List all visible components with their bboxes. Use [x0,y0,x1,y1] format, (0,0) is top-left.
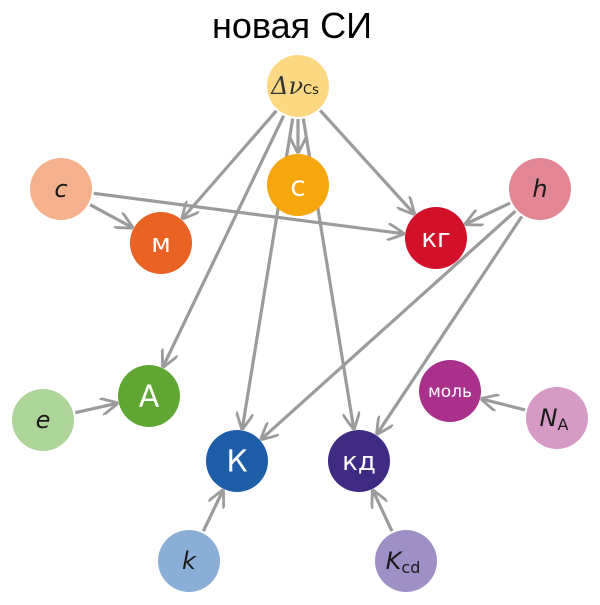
node-c: c [30,158,92,220]
node-c-label: c [54,175,67,203]
node-cd-label: кд [342,447,376,477]
node-kg: кг [405,207,467,269]
node-A: А [118,365,180,427]
edge-NA-to-mol [483,399,526,410]
node-k-circle [158,530,220,592]
edge-dnu-to-kg [318,109,413,212]
node-NA-circle [526,387,588,449]
edge-h-to-K [262,209,517,438]
node-NA: NA [526,387,588,449]
node-m-label: м [151,229,171,259]
edge-e-to-A [74,404,116,413]
edge-c-to-kg [93,191,403,233]
node-h-label: h [532,175,547,203]
edge-k-to-K [201,492,222,532]
node-e: e [12,389,74,451]
node-k-label: k [182,547,197,575]
node-A-circle [118,365,180,427]
node-Kcd-circle [375,530,437,592]
node-dnu: ΔνCs [267,55,329,117]
node-dnu-circle [267,55,329,117]
node-mol-label: моль [428,382,472,402]
node-NA-label: NA [540,404,569,434]
node-kg-circle [405,207,467,269]
edge-c-to-m [89,203,131,227]
node-h-circle [509,158,571,220]
node-dnu-label: ΔνCs [270,72,319,100]
node-K: К [206,430,268,492]
node-K-label: К [226,445,247,480]
node-kg-label: кг [421,224,450,254]
node-m: м [130,212,192,274]
node-A-label: А [139,380,160,415]
node-cd-circle [328,430,390,492]
node-Kcd: Kcd [375,530,437,592]
node-c-circle [30,158,92,220]
node-K-circle [206,430,268,492]
node-e-circle [12,389,74,451]
edge-Kcd-to-cd [373,492,394,532]
edge-dnu-to-A [164,115,286,366]
node-s-label: с [290,170,305,203]
node-s: с [267,154,329,216]
node-m-circle [130,212,192,274]
edge-h-to-kg [467,201,511,223]
edge-dnu-to-m [183,109,278,218]
node-mol-circle [419,360,481,422]
node-mol: моль [419,360,481,422]
node-Kcd-label: Kcd [386,547,421,577]
edge-h-to-cd [378,215,524,432]
node-k: k [158,530,220,592]
node-e-label: e [36,406,51,434]
diagram-title: новая СИ [212,5,372,46]
node-s-circle [267,154,329,216]
node-h: h [509,158,571,220]
node-cd: кд [328,430,390,492]
